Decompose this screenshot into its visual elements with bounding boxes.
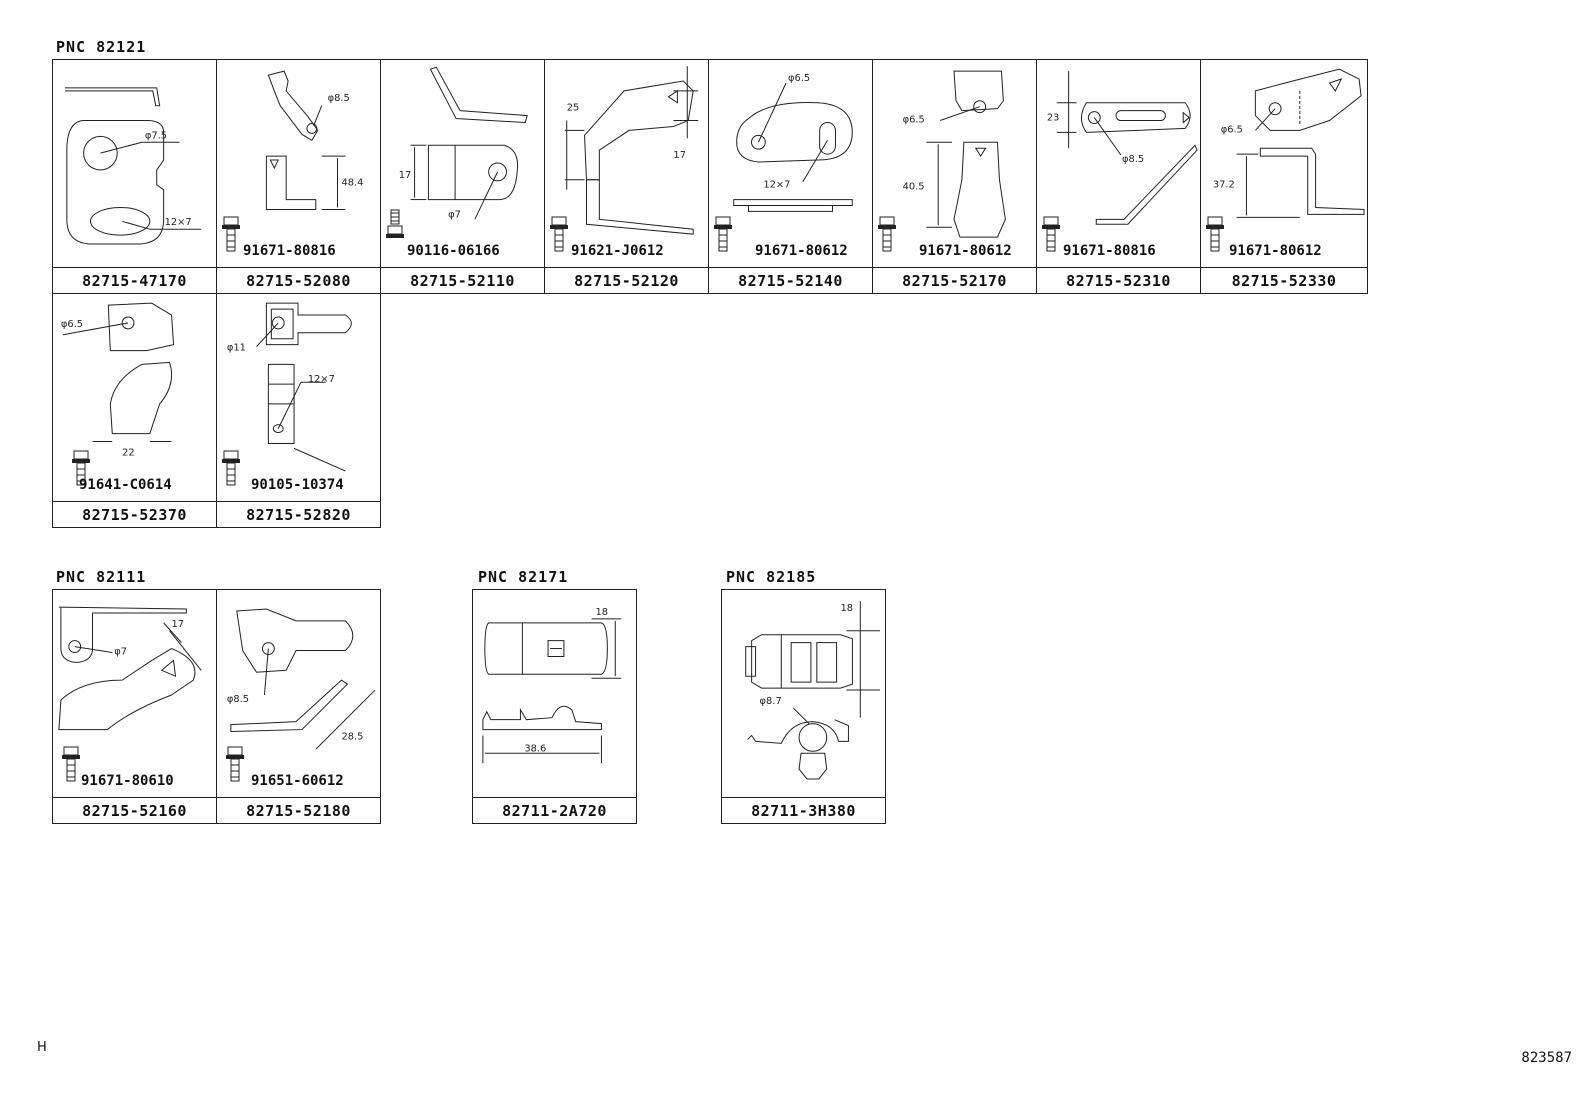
part-cell-82715-52120[interactable]: 25 17 91621-J0612 82715-52120 <box>544 59 709 294</box>
fastener-part-number: 91671-80612 <box>1229 243 1322 259</box>
bracket-drawing: φ7.5 12×7 <box>53 60 216 268</box>
dim-label: 12×7 <box>308 374 335 385</box>
part-number: 82715-52120 <box>574 272 679 290</box>
dim-label: 22 <box>122 447 135 458</box>
dim-label: 12×7 <box>763 180 790 191</box>
bracket-drawing: φ8.5 48.4 <box>217 60 363 268</box>
bracket-drawing: φ6.5 40.5 <box>903 60 1036 268</box>
part-number: 82715-47170 <box>82 272 187 290</box>
part-number: 82715-52110 <box>410 272 515 290</box>
dim-label: φ7 <box>448 209 461 220</box>
part-cell-82715-52180[interactable]: φ8.5 28.5 91651-60612 82715-52180 <box>216 589 381 824</box>
dim-label: φ8.7 <box>760 696 782 707</box>
group-label-82111: PNC 82111 <box>56 568 147 586</box>
fastener-part-number: 91641-C0614 <box>79 477 172 493</box>
bracket-drawing: φ7 17 <box>53 590 216 798</box>
bolt-icon <box>386 208 404 238</box>
part-cell-82715-52140[interactable]: φ6.5 12×7 91671-80612 82715-52140 <box>708 59 873 294</box>
part-number: 82715-52310 <box>1066 272 1171 290</box>
part-number: 82715-52080 <box>246 272 351 290</box>
fastener-part-number: 91651-60612 <box>251 773 344 789</box>
part-cell-82715-52110[interactable]: 17 φ7 90116-06166 82715-52110 <box>380 59 545 294</box>
part-number: 82715-52160 <box>82 802 187 820</box>
fastener-part-number: 91671-80612 <box>919 243 1012 259</box>
part-number: 82715-52370 <box>82 506 187 524</box>
clamp-drawing: 18 38.6 <box>473 607 636 798</box>
part-number: 82715-52140 <box>738 272 843 290</box>
fastener-part-number: 90105-10374 <box>251 477 344 493</box>
dim-label: 25 <box>567 103 580 114</box>
bolt-icon <box>62 745 80 785</box>
part-number: 82715-52330 <box>1231 272 1337 290</box>
dim-label: φ6.5 <box>1221 124 1243 135</box>
dim-label: φ8.5 <box>227 694 249 705</box>
group-label-82121: PNC 82121 <box>56 38 147 56</box>
part-cell-82715-52330[interactable]: φ6.5 37.2 91671-80612 82715-52330 <box>1200 59 1368 294</box>
fastener-part-number: 91621-J0612 <box>571 243 664 259</box>
bolt-icon <box>878 215 896 255</box>
fastener-part-number: 91671-80816 <box>243 243 336 259</box>
dim-label: φ7.5 <box>145 130 167 141</box>
corner-mark: H <box>37 1040 47 1055</box>
bracket-drawing: φ8.5 28.5 <box>227 590 380 798</box>
dim-label: φ6.5 <box>61 319 83 330</box>
bolt-icon <box>550 215 568 255</box>
bolt-icon <box>714 215 732 255</box>
part-number: 82711-3H380 <box>751 802 856 820</box>
dim-label: 40.5 <box>903 182 925 193</box>
bolt-icon <box>222 449 240 489</box>
bracket-drawing: φ6.5 22 <box>61 294 216 458</box>
bolt-icon <box>226 745 244 785</box>
bracket-drawing: 23 φ8.5 <box>1047 60 1200 268</box>
dim-label: 12×7 <box>165 217 192 228</box>
dim-label: φ6.5 <box>788 73 810 84</box>
part-number: 82715-52820 <box>246 506 351 524</box>
part-cell-82715-52820[interactable]: φ11 12×7 90105-10374 82715-52820 <box>216 293 381 528</box>
bolt-icon <box>1042 215 1060 255</box>
dim-label: 28.5 <box>341 731 363 742</box>
dim-label: φ8.5 <box>1122 154 1144 165</box>
part-cell-82715-52170[interactable]: φ6.5 40.5 91671-80612 82715-52170 <box>872 59 1037 294</box>
dim-label: 17 <box>172 619 185 630</box>
clamp-drawing: 18 φ8.7 <box>722 590 885 798</box>
bracket-drawing: φ6.5 12×7 <box>709 73 872 268</box>
dim-label: 23 <box>1047 113 1060 124</box>
part-cell-82711-3H380[interactable]: 18 φ8.7 82711-3H380 <box>721 589 886 824</box>
part-cell-82715-52310[interactable]: 23 φ8.5 91671-80816 82715-52310 <box>1036 59 1201 294</box>
dim-label: φ8.5 <box>328 93 350 104</box>
bracket-drawing: φ11 12×7 <box>227 294 380 502</box>
bracket-drawing: φ6.5 37.2 <box>1213 60 1367 268</box>
dim-label: 37.2 <box>1213 180 1235 191</box>
bracket-drawing: 17 φ7 <box>399 60 544 220</box>
fastener-part-number: 91671-80816 <box>1063 243 1156 259</box>
part-number: 82715-52170 <box>902 272 1007 290</box>
dim-label: 18 <box>595 607 608 618</box>
part-cell-82711-2A720[interactable]: 18 38.6 82711-2A720 <box>472 589 637 824</box>
dim-label: 38.6 <box>524 743 546 754</box>
bolt-icon <box>72 449 90 489</box>
dim-label: φ6.5 <box>903 115 925 126</box>
dim-label: 17 <box>673 150 686 161</box>
drawing-id: 823587 <box>1521 1050 1572 1066</box>
dim-label: 18 <box>841 603 854 614</box>
part-number: 82711-2A720 <box>502 802 607 820</box>
fastener-part-number: 91671-80610 <box>81 773 174 789</box>
bolt-icon <box>1206 215 1224 255</box>
dim-label: φ7 <box>114 646 127 657</box>
bracket-drawing: 25 17 <box>545 60 708 268</box>
dim-label: φ11 <box>227 343 246 354</box>
part-cell-82715-52080[interactable]: φ8.5 48.4 91671-80816 82715-52080 <box>216 59 381 294</box>
bolt-icon <box>222 215 240 255</box>
part-cell-82715-52370[interactable]: φ6.5 22 91641-C0614 82715-52370 <box>52 293 217 528</box>
fastener-part-number: 91671-80612 <box>755 243 848 259</box>
group-label-82171: PNC 82171 <box>478 568 569 586</box>
part-cell-82715-47170[interactable]: φ7.5 12×7 82715-47170 <box>52 59 217 294</box>
dim-label: 48.4 <box>341 178 363 189</box>
dim-label: 17 <box>399 170 412 181</box>
part-number: 82715-52180 <box>246 802 351 820</box>
fastener-part-number: 90116-06166 <box>407 243 500 259</box>
part-cell-82715-52160[interactable]: φ7 17 91671-80610 82715-52160 <box>52 589 217 824</box>
group-label-82185: PNC 82185 <box>726 568 817 586</box>
